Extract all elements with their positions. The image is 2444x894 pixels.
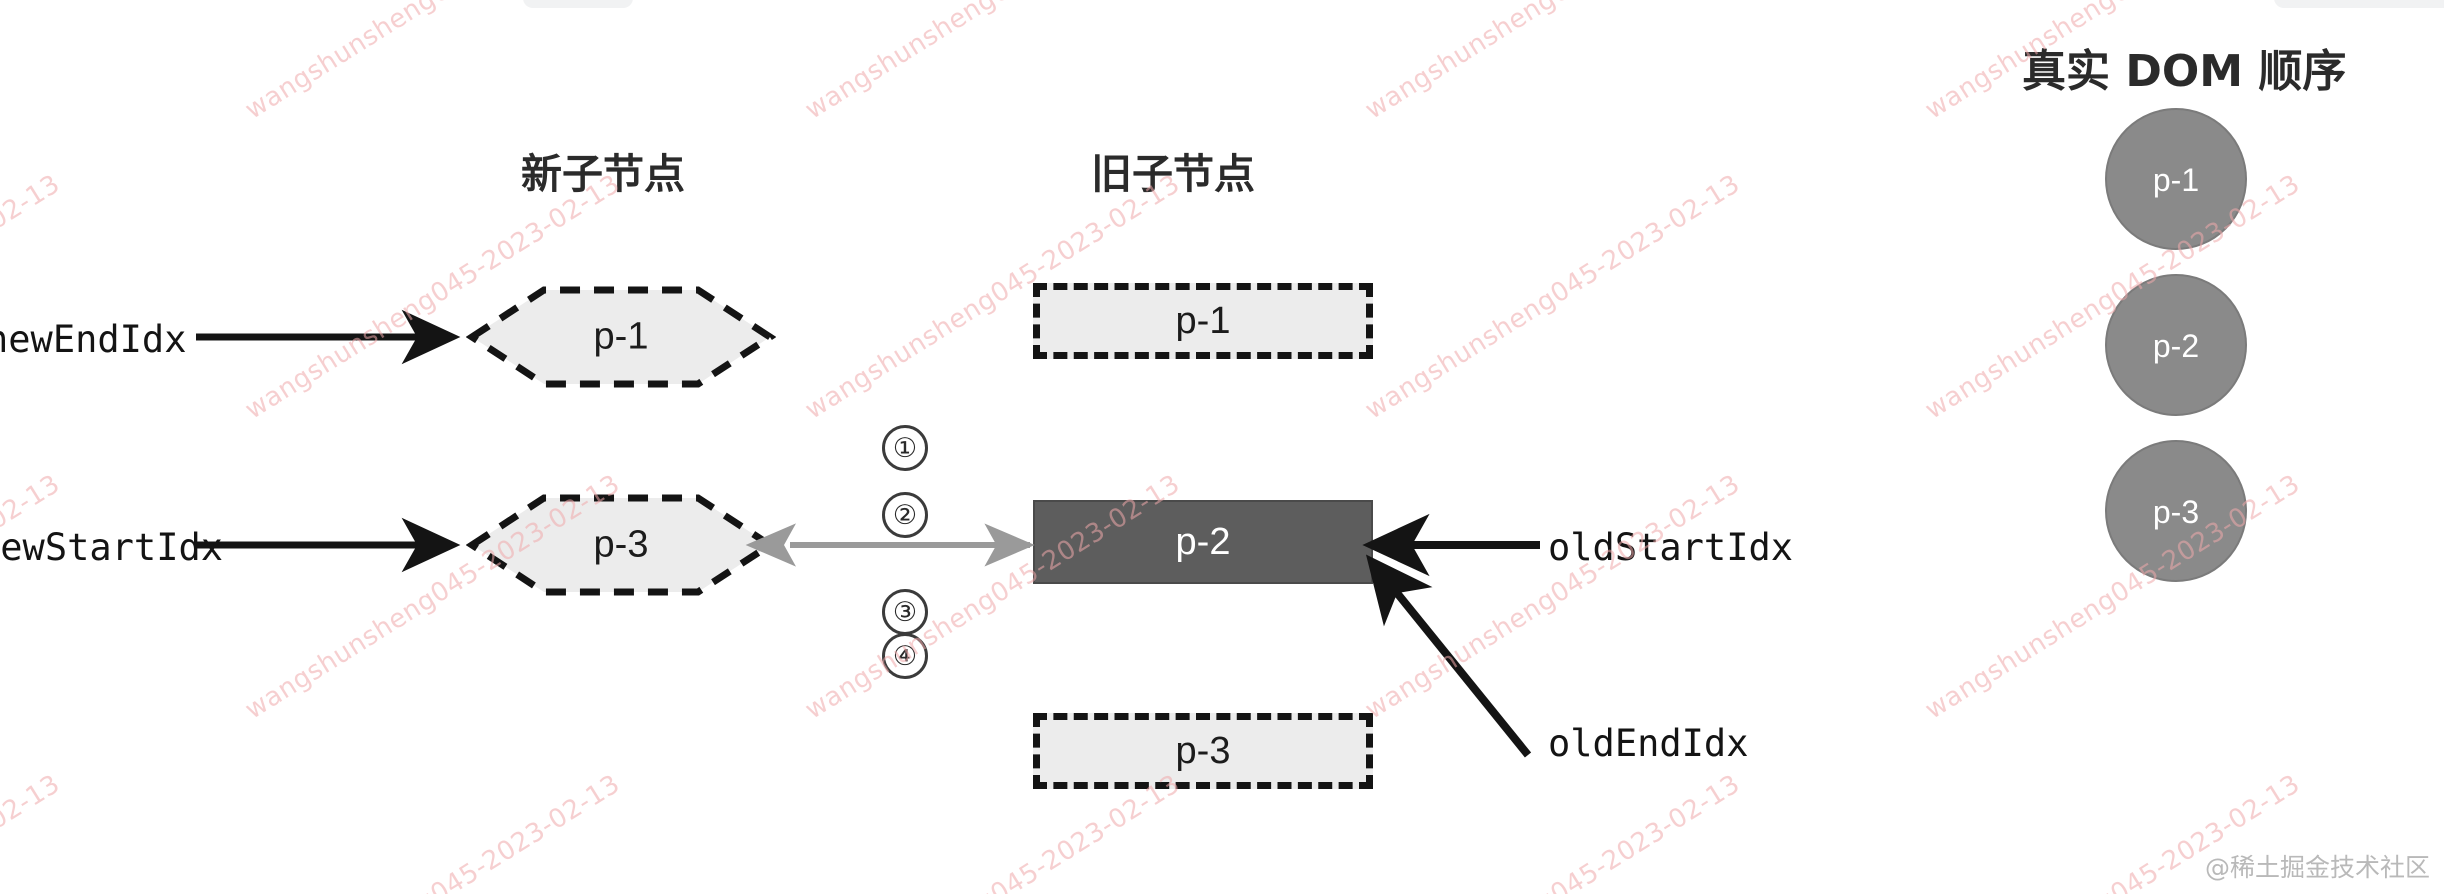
label-new-end-idx: newEndIdx [0, 318, 187, 361]
watermark-text: wangshunsheng045-2023-02-13 [1360, 769, 1745, 894]
step-number-4: ④ [882, 633, 928, 679]
dom-circle-p-3[interactable]: p-3 [2105, 440, 2247, 582]
label-new-start-idx: newStartIdx [0, 526, 224, 569]
watermark-text: wangshunsheng045-2023-02-13 [240, 769, 625, 894]
watermark-text: wangshunsheng045-2023-02-13 [800, 0, 1185, 125]
watermark-text: wangshunsheng045-2023-02-13 [0, 469, 66, 726]
new-node-p-3[interactable]: p-3 [466, 490, 776, 600]
watermark-text: wangshunsheng045-2023-02-13 [1360, 469, 1746, 726]
dom-circle-p-2[interactable]: p-2 [2105, 274, 2247, 416]
heading-dom-order: 真实 DOM 顺序 [2022, 46, 2347, 97]
watermark-text: wangshunsheng045-2023-02-13 [0, 769, 65, 894]
hexagon-shape [466, 286, 776, 388]
heading-old-children: 旧子节点 [1091, 150, 1255, 198]
credit-watermark: @稀土掘金技术社区 [2204, 853, 2430, 882]
watermark-text: wangshunsheng045-2023-02-13 [0, 169, 66, 426]
old-node-p-3[interactable]: p-3 [1033, 713, 1373, 789]
label-old-start-idx: oldStartIdx [1548, 526, 1794, 569]
old-node-p-1-label: p-1 [1175, 299, 1231, 342]
heading-new-children: 新子节点 [521, 150, 685, 198]
dom-circle-p-1[interactable]: p-1 [2105, 108, 2247, 250]
top-chip-right [2274, 0, 2444, 8]
dom-circle-p-1-label: p-1 [2152, 161, 2200, 198]
hexagon-shape [466, 494, 776, 596]
step-number-3: ③ [882, 589, 928, 635]
dom-circle-p-2-label: p-2 [2152, 327, 2200, 364]
label-old-end-idx: oldEndIdx [1548, 722, 1749, 765]
old-node-p-3-label: p-3 [1175, 729, 1231, 772]
watermark-text: wangshunsheng045-2023-02-13 [1360, 169, 1746, 426]
old-node-p-2-label: p-2 [1175, 520, 1231, 563]
old-node-p-2[interactable]: p-2 [1033, 500, 1373, 584]
watermark-text: wangshunsheng045-2023-02-13 [240, 0, 625, 125]
new-node-p-1[interactable]: p-1 [466, 282, 776, 392]
watermark-text: wangshunsheng045-2023-02-13 [0, 0, 65, 125]
step-number-1: ① [882, 425, 928, 471]
step-number-2: ② [882, 492, 928, 538]
dom-circle-p-3-label: p-3 [2152, 493, 2200, 530]
watermark-text: wangshunsheng045-2023-02-13 [1360, 0, 1745, 125]
top-chip-left [523, 0, 633, 8]
arrow-old-end-idx [1365, 554, 1532, 758]
old-node-p-1[interactable]: p-1 [1033, 283, 1373, 359]
